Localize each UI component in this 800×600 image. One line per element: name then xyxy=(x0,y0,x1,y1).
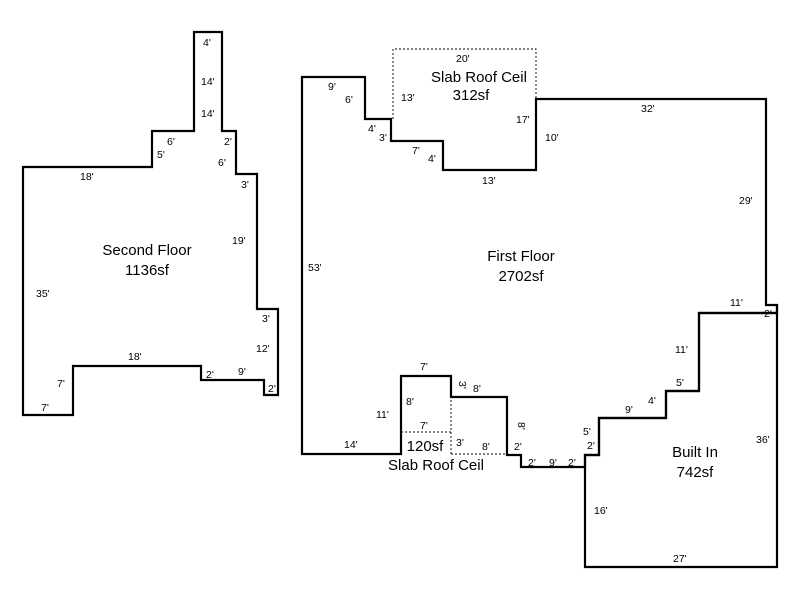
dim-label: 19' xyxy=(232,235,246,247)
dim-label: 3' xyxy=(456,437,464,449)
dim-label: 9' xyxy=(238,366,246,378)
built-in-area: Built In 742sf 36' 16' 27' xyxy=(583,305,779,569)
dim-label: 9' xyxy=(625,404,633,416)
slab-roof-bottom-outline xyxy=(401,397,507,455)
dim-label: 8' xyxy=(473,383,481,395)
dim-label: 3' xyxy=(262,313,270,325)
dim-label: 14' xyxy=(344,439,358,451)
dim-label: 12' xyxy=(256,343,270,355)
slab-roof-top-outline xyxy=(392,48,537,119)
dim-label: 3' xyxy=(379,132,387,144)
dim-label: 18' xyxy=(128,351,142,363)
dim-label: 2' xyxy=(568,457,576,469)
built-in-outline xyxy=(583,305,779,569)
dim-label: 7' xyxy=(57,378,65,390)
dim-label: 36' xyxy=(756,434,770,446)
second-floor-area-value: 1136sf xyxy=(125,262,170,279)
dim-label: 9' xyxy=(549,457,557,469)
dim-label: 17' xyxy=(516,114,530,126)
dim-label: 2' xyxy=(514,441,522,453)
built-in-area-value: 742sf xyxy=(677,464,715,481)
dim-label: 11' xyxy=(376,409,389,421)
dim-label: 2' xyxy=(224,136,232,148)
second-floor-label: Second Floor xyxy=(102,242,191,259)
dim-label: 11' xyxy=(675,344,688,356)
dim-label: 7' xyxy=(420,420,428,432)
slab-roof-bottom-area: 120sf Slab Roof Ceil 7' 3' 8' xyxy=(388,397,507,474)
dim-label: 6' xyxy=(167,136,175,148)
dim-label: 4' xyxy=(368,123,376,135)
dim-label: 2' xyxy=(528,457,536,469)
dim-label: 7' xyxy=(412,145,420,157)
first-floor-area: First Floor 2702sf 9' 6' 4' 3' 7' 4' 13'… xyxy=(300,75,779,469)
slab-roof-bottom-label: Slab Roof Ceil xyxy=(388,457,484,474)
dim-label: 6' xyxy=(345,94,353,106)
second-floor-area: Second Floor 1136sf 4' 14' 14' 2' 6' 6' … xyxy=(21,30,280,417)
dim-label: 53' xyxy=(308,262,322,274)
dim-label: 4' xyxy=(648,395,656,407)
second-floor-outline xyxy=(21,30,280,417)
slab-roof-bottom-area-value: 120sf xyxy=(407,438,445,455)
dim-label: 8' xyxy=(515,422,527,430)
dim-label: 14' xyxy=(201,76,215,88)
dim-label: 2' xyxy=(268,383,276,395)
dim-label: 27' xyxy=(673,553,687,565)
dim-label: 11' xyxy=(730,297,743,309)
dim-label: 2' xyxy=(587,440,595,452)
first-floor-area-value: 2702sf xyxy=(498,268,544,285)
dim-label: 29' xyxy=(739,195,753,207)
dim-label: 8' xyxy=(406,396,414,408)
dim-label: 3' xyxy=(456,381,468,389)
dim-label: 5' xyxy=(157,149,165,161)
dim-label: 18' xyxy=(80,171,94,183)
slab-roof-top-label: Slab Roof Ceil xyxy=(431,69,527,86)
slab-roof-top-area-value: 312sf xyxy=(453,87,491,104)
dim-label: 4' xyxy=(203,37,211,49)
dim-label: 20' xyxy=(456,53,470,65)
dim-label: 2' xyxy=(206,369,214,381)
built-in-label: Built In xyxy=(672,444,718,461)
dim-label: 35' xyxy=(36,288,50,300)
dim-label: 5' xyxy=(676,377,684,389)
dim-label: 13' xyxy=(482,175,496,187)
dim-label: 14' xyxy=(201,108,215,120)
dim-label: 16' xyxy=(594,505,608,517)
dim-label: 7' xyxy=(41,402,49,414)
slab-roof-top-area: Slab Roof Ceil 312sf 20' 13' xyxy=(392,48,537,119)
dim-label: 7' xyxy=(420,361,428,373)
dim-label: 5' xyxy=(583,426,591,438)
dim-label: 32' xyxy=(641,103,655,115)
dim-label: 9' xyxy=(328,81,336,93)
dim-label: 13' xyxy=(401,92,415,104)
dim-label: 10' xyxy=(545,132,559,144)
dim-label: 8' xyxy=(482,441,490,453)
dim-label: 4' xyxy=(428,153,436,165)
dim-label: 6' xyxy=(218,157,226,169)
first-floor-label: First Floor xyxy=(487,248,555,265)
dim-label: 3' xyxy=(241,179,249,191)
